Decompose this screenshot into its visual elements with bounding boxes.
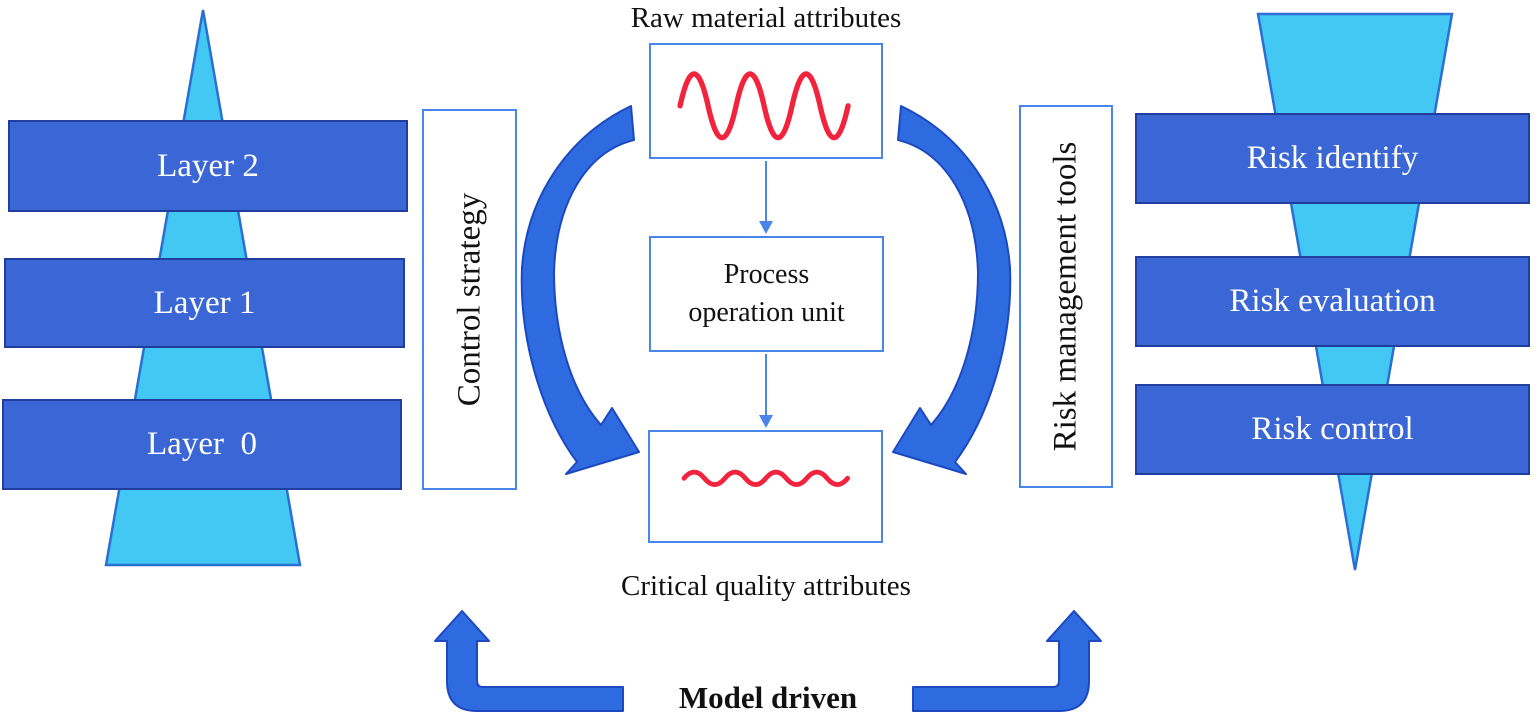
risk-identify-bar: Risk identify <box>1135 113 1530 204</box>
process-operation-unit-line1: Process <box>723 259 810 291</box>
raw-material-sine-wave <box>677 71 851 141</box>
risk-evaluation-bar: Risk evaluation <box>1135 256 1530 347</box>
layer-0-label: Layer 0 <box>147 426 257 462</box>
risk-management-tools-box: Risk management tools <box>1019 105 1113 488</box>
risk-control-bar: Risk control <box>1135 384 1530 475</box>
critical-quality-flat-wave <box>681 469 850 487</box>
risk-management-tools-label: Risk management tools <box>1047 141 1084 452</box>
control-strategy-box: Control strategy <box>422 109 517 490</box>
left-curved-arrow <box>520 105 640 475</box>
connector-raw-to-process-arrowhead <box>759 221 773 234</box>
layer-1-bar: Layer 1 <box>4 258 405 348</box>
process-operation-unit-line2: operation unit <box>688 297 845 328</box>
model-driven-label: Model driven <box>678 680 858 715</box>
risk-evaluation-label: Risk evaluation <box>1229 283 1436 319</box>
control-strategy-label: Control strategy <box>451 192 487 407</box>
process-operation-unit-box: Process operation unit <box>649 236 884 352</box>
risk-identify-label: Risk identify <box>1246 140 1419 176</box>
critical-quality-attributes-title: Critical quality attributes <box>621 570 911 602</box>
right-curved-arrow <box>892 105 1012 475</box>
layer-1-label: Layer 1 <box>153 284 256 321</box>
layer-2-bar: Layer 2 <box>8 120 408 212</box>
layer-0-bar: Layer 0 <box>2 399 402 490</box>
connector-process-to-cqa-arrowhead <box>759 415 773 428</box>
risk-control-label: Risk control <box>1251 411 1414 447</box>
model-driven-left-elbow-arrow <box>434 610 624 712</box>
layer-2-label: Layer 2 <box>157 147 259 184</box>
raw-material-signal-box <box>649 43 883 159</box>
raw-material-attributes-title: Raw material attributes <box>630 2 902 34</box>
critical-quality-signal-box <box>648 430 883 543</box>
model-driven-right-elbow-arrow <box>912 610 1102 712</box>
